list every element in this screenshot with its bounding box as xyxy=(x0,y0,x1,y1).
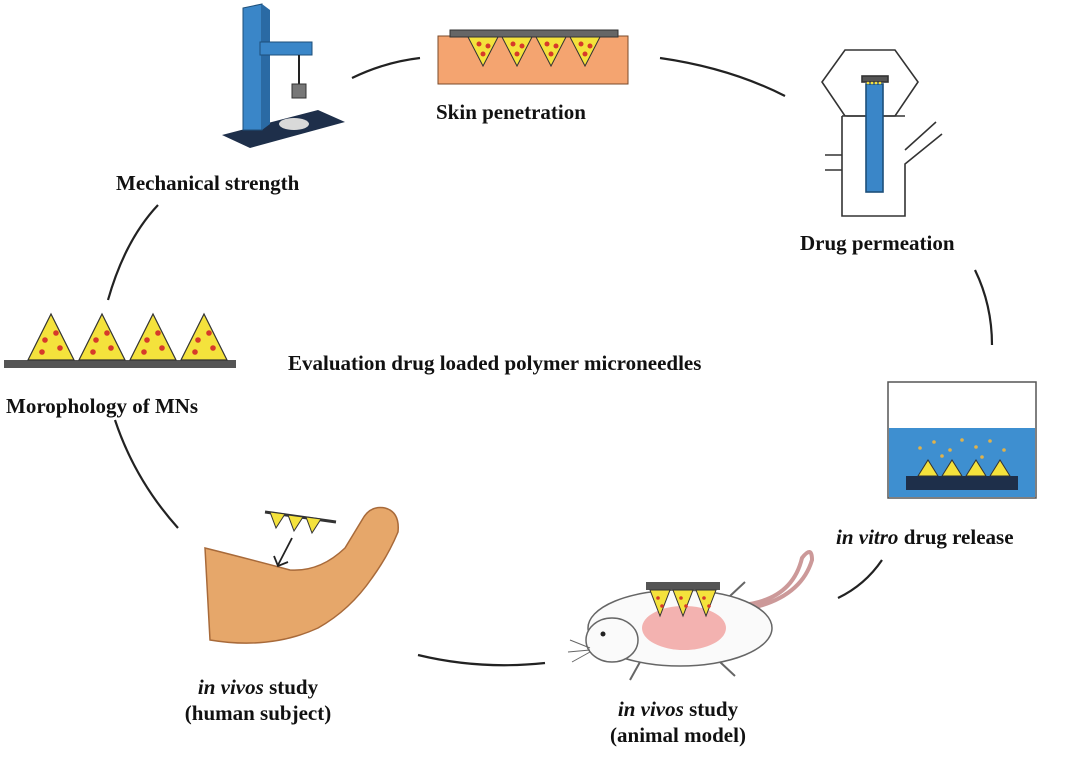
center-title: Evaluation drug loaded polymer microneed… xyxy=(288,351,702,375)
label-human-line1: in vivos study xyxy=(158,674,358,700)
label-human-italic: in vivos xyxy=(197,675,264,699)
arc-morphology-to-mechanical xyxy=(106,204,159,301)
arc-animal-to-human xyxy=(417,653,546,667)
rat-icon xyxy=(567,550,815,681)
label-in-vitro: in vitro drug release xyxy=(836,524,1014,550)
mechanical-tester-icon xyxy=(222,3,345,148)
arc-release-to-animal xyxy=(837,559,883,599)
arc-mechanical-to-skin xyxy=(351,56,421,79)
label-animal-rest: study xyxy=(683,697,739,721)
arc-human-to-morphology xyxy=(113,419,179,529)
label-animal-study: in vivos study (animal model) xyxy=(578,696,778,749)
arc-permeation-to-release xyxy=(974,269,994,346)
label-animal-line2: (animal model) xyxy=(610,723,746,748)
label-in-vitro-rest: drug release xyxy=(898,525,1014,549)
label-human-line2: (human subject) xyxy=(184,701,332,726)
label-drug-permeation: Drug permeation xyxy=(800,231,955,255)
label-morphology: Morophology of MNs xyxy=(6,394,199,418)
label-skin-penetration: Skin penetration xyxy=(436,100,586,124)
label-human-rest: study xyxy=(263,675,319,699)
label-animal-italic: in vivos xyxy=(617,697,684,721)
label-in-vitro-italic: in vitro xyxy=(836,525,899,549)
cycle-arcs xyxy=(106,56,994,667)
human-arm-icon xyxy=(204,506,399,644)
microneedle-array-icon xyxy=(4,312,236,368)
diffusion-cell-icon xyxy=(821,49,943,217)
skin-penetration-icon xyxy=(437,29,629,85)
label-human-study: in vivos study (human subject) xyxy=(158,674,358,727)
label-animal-line1: in vivos study xyxy=(578,696,778,722)
release-beaker-icon xyxy=(887,381,1037,499)
arc-skin-to-permeation xyxy=(659,56,786,97)
label-mechanical-strength: Mechanical strength xyxy=(116,171,300,195)
